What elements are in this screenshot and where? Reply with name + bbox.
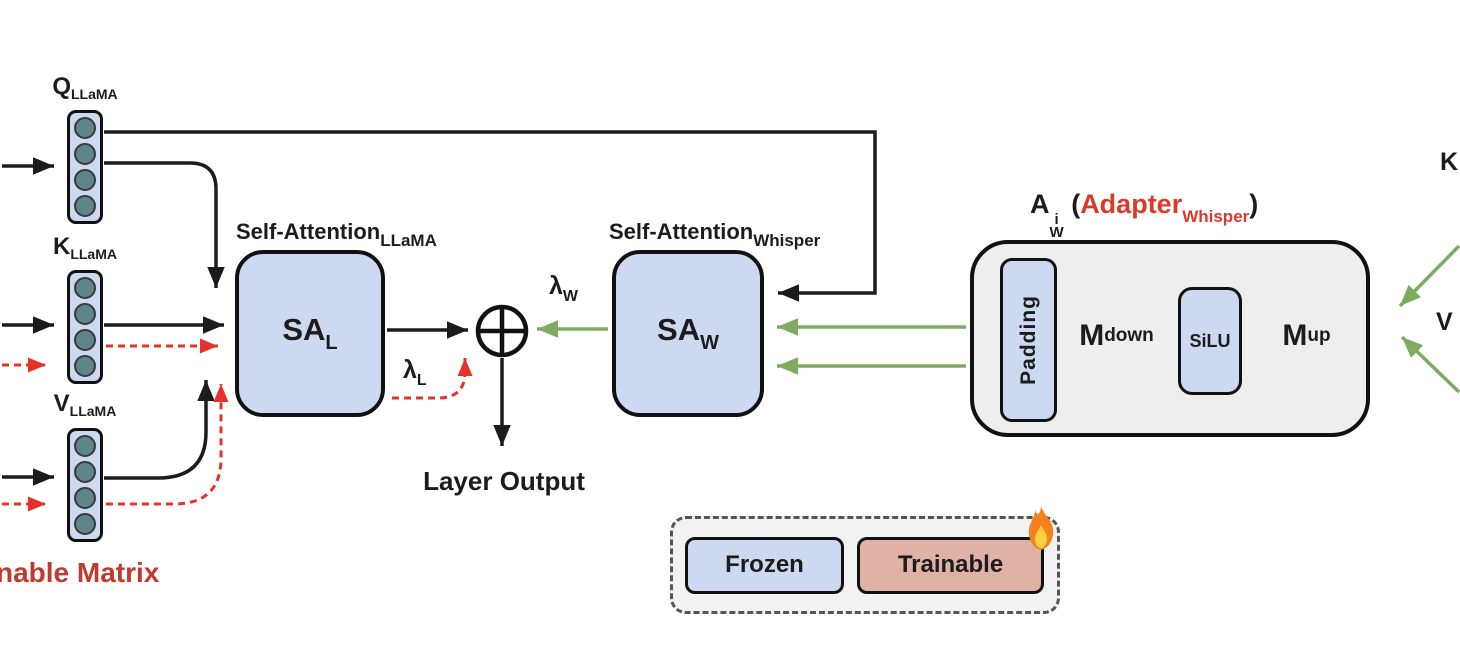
lambda-w-symbol: λ bbox=[549, 272, 563, 300]
adapter-title-a: A bbox=[1030, 189, 1050, 219]
sum-node bbox=[475, 304, 529, 358]
vector-node bbox=[74, 355, 96, 377]
vector-node bbox=[74, 329, 96, 351]
vector-node bbox=[74, 303, 96, 325]
adapter-title-sup: i bbox=[1054, 211, 1059, 228]
sa-whisper-box-label: SAW bbox=[657, 312, 719, 355]
m-down-subscript: down bbox=[1104, 325, 1154, 346]
vector-node bbox=[74, 143, 96, 165]
sa-llama-l: L bbox=[325, 332, 338, 354]
vector-node bbox=[74, 169, 96, 191]
legend-trainable-chip: Trainable bbox=[857, 536, 1044, 594]
sa-llama-sa: SA bbox=[282, 312, 326, 347]
arrow-k-right-to-adapter bbox=[1398, 244, 1460, 308]
vector-node bbox=[74, 435, 96, 457]
vector-node bbox=[74, 461, 96, 483]
legend-frozen-label: Frozen bbox=[725, 551, 804, 578]
v-llama-label: VLLaMA bbox=[25, 390, 145, 419]
arrow-red-lambda-l bbox=[392, 358, 473, 400]
adapter-title-paren-close: ) bbox=[1249, 189, 1259, 219]
k-letter: K bbox=[52, 233, 71, 260]
adapter-title-name-subscript: Whisper bbox=[1182, 207, 1250, 226]
m-up-subscript: up bbox=[1307, 325, 1331, 346]
vector-node bbox=[74, 195, 96, 217]
sa-llama-title-text: Self-Attention bbox=[236, 219, 381, 244]
right-v-label: V bbox=[1436, 308, 1453, 336]
sa-llama-box: SAL bbox=[235, 250, 385, 417]
lambda-l-symbol: λ bbox=[403, 356, 417, 384]
sa-llama-title-subscript: LLaMA bbox=[380, 231, 437, 250]
legend-trainable-label: Trainable bbox=[897, 551, 1004, 578]
sa-whisper-sa: SA bbox=[657, 312, 701, 347]
sa-whisper-box: SAW bbox=[612, 250, 764, 417]
vector-node bbox=[74, 117, 96, 139]
flame-icon bbox=[1028, 506, 1054, 550]
adapter-title-name: Adapter bbox=[1080, 189, 1183, 219]
k-llama-label: KLLaMA bbox=[25, 233, 145, 262]
sa-whisper-title-text: Self-Attention bbox=[609, 219, 754, 244]
v-subscript: LLaMA bbox=[69, 403, 117, 419]
v-letter: V bbox=[53, 390, 70, 417]
lambda-w-label: λW bbox=[549, 272, 578, 306]
q-subscript: LLaMA bbox=[71, 86, 118, 102]
silu-box: SiLU bbox=[1178, 287, 1242, 395]
arrow-v-right-to-adapter bbox=[1400, 335, 1460, 394]
sa-whisper-title: Self-AttentionWhisper bbox=[609, 219, 820, 251]
right-k-label: K bbox=[1440, 148, 1459, 176]
adapter-title-paren-open: ( bbox=[1071, 189, 1081, 219]
padding-box: Padding bbox=[1000, 258, 1057, 422]
vector-node bbox=[74, 277, 96, 299]
v-llama-vector bbox=[67, 428, 103, 542]
vector-node bbox=[74, 487, 96, 509]
silu-label: SiLU bbox=[1189, 330, 1231, 351]
q-letter: Q bbox=[52, 73, 71, 100]
arrow-v-up-to-sal bbox=[104, 380, 215, 480]
legend-frozen-chip: Frozen bbox=[685, 536, 844, 594]
sa-whisper-title-subscript: Whisper bbox=[753, 231, 821, 250]
padding-label: Padding bbox=[1016, 295, 1040, 385]
legend: Frozen Trainable bbox=[670, 506, 1060, 614]
lambda-l-label: λL bbox=[403, 356, 427, 390]
sa-llama-box-label: SAL bbox=[282, 312, 337, 355]
m-up-m: M bbox=[1282, 319, 1308, 352]
layer-output-label: Layer Output bbox=[423, 466, 585, 496]
k-subscript: LLaMA bbox=[70, 246, 117, 262]
sa-whisper-w: W bbox=[700, 332, 719, 354]
m-down-m: M bbox=[1079, 319, 1105, 352]
arrow-q-feedback-to-saw bbox=[104, 130, 877, 302]
vector-node bbox=[74, 513, 96, 535]
sa-llama-title: Self-AttentionLLaMA bbox=[236, 219, 437, 251]
lambda-l-subscript: L bbox=[416, 372, 427, 389]
lambda-w-subscript: W bbox=[562, 288, 579, 305]
k-llama-vector bbox=[67, 270, 103, 384]
trainable-matrix-partial-label: nable Matrix bbox=[0, 557, 160, 588]
adapter-title-sub: W bbox=[1049, 224, 1064, 241]
arrow-q-to-sal bbox=[104, 161, 225, 288]
q-llama-label: QLLaMA bbox=[25, 73, 145, 102]
q-llama-vector bbox=[67, 110, 103, 224]
